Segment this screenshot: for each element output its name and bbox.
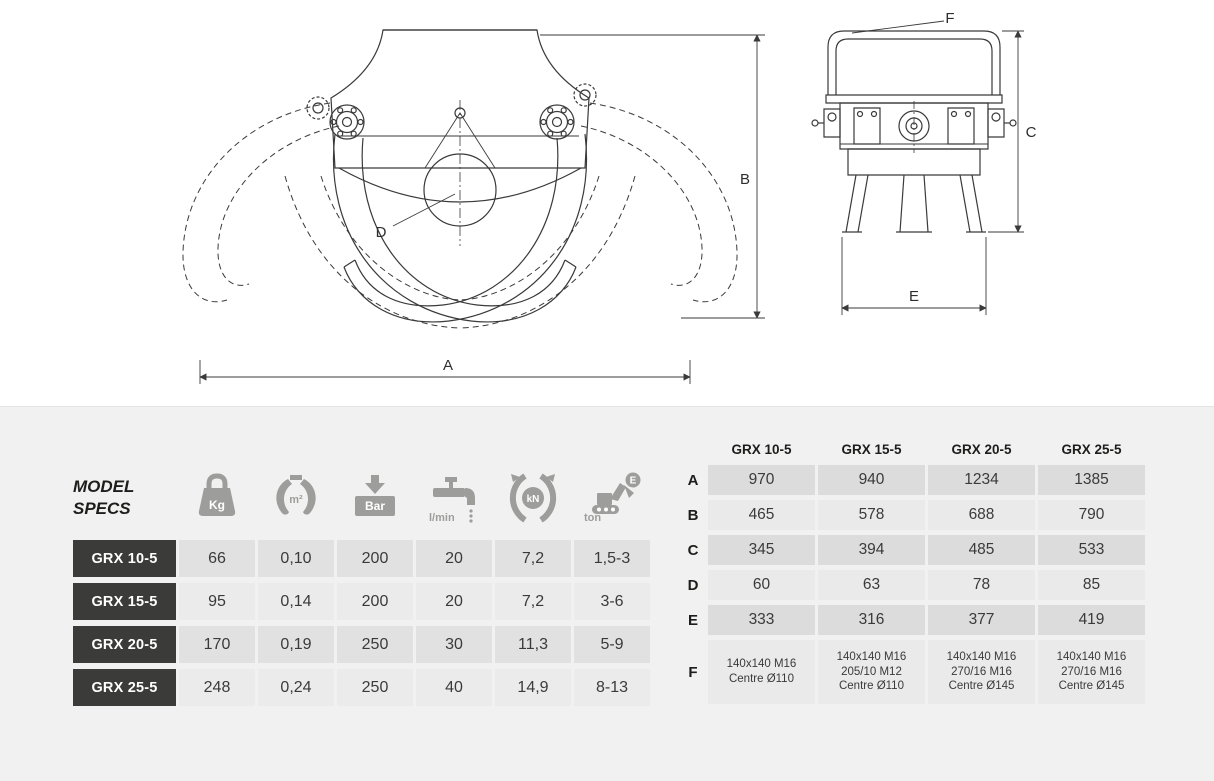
model-name: GRX 25-5 (73, 669, 176, 706)
dim-label-a: A (443, 357, 453, 374)
dim-value: 140x140 M16 270/16 M16 Centre Ø145 (1038, 640, 1145, 704)
spec-value: 20 (416, 540, 492, 577)
dim-value: 790 (1038, 500, 1145, 530)
dim-value: 1234 (928, 465, 1035, 495)
excavator-ton-icon: E ton (584, 472, 641, 524)
dim-value: 345 (708, 535, 815, 565)
flow-tap-icon: l/min (429, 477, 475, 524)
dim-value: 140x140 M16 205/10 M12 Centre Ø110 (818, 640, 925, 704)
dim-value: 688 (928, 500, 1035, 530)
force-kn-icon: kN (509, 473, 557, 523)
dim-label-b: B (740, 171, 750, 188)
dim-table-corner (681, 438, 705, 460)
svg-text:ton: ton (584, 512, 601, 524)
dim-value: 333 (708, 605, 815, 635)
model-name: GRX 15-5 (73, 583, 176, 620)
dim-value: 1385 (1038, 465, 1145, 495)
dim-row-label: E (687, 611, 698, 629)
spec-value: 200 (337, 540, 413, 577)
dim-value: 578 (818, 500, 925, 530)
spec-value: 0,19 (258, 626, 334, 663)
dim-row-label: C (687, 541, 699, 559)
dim-value: 140x140 M16 Centre Ø110 (708, 640, 815, 704)
svg-text:Bar: Bar (365, 499, 385, 513)
spec-value: 30 (416, 626, 492, 663)
grapple-area-icon: m² (276, 475, 316, 515)
spec-value: 0,24 (258, 669, 334, 706)
dim-label-c: C (1026, 124, 1037, 141)
model-name: GRX 20-5 (73, 626, 176, 663)
dim-value: 78 (928, 570, 1035, 600)
spec-value: 170 (179, 626, 255, 663)
column-header-flow: l/min (416, 462, 492, 534)
dim-value: 60 (708, 570, 815, 600)
spec-value: 0,14 (258, 583, 334, 620)
dimensions-table: GRX 10-5 GRX 15-5 GRX 20-5 GRX 25-5 A 97… (681, 438, 1145, 704)
svg-text:E: E (630, 476, 637, 487)
dim-col-header: GRX 20-5 (951, 441, 1012, 457)
spec-value: 8-13 (574, 669, 650, 706)
dim-value: 419 (1038, 605, 1145, 635)
dim-label-d: D (376, 224, 387, 241)
dim-row-label: B (687, 506, 699, 524)
model-name: GRX 10-5 (73, 540, 176, 577)
svg-text:Kg: Kg (209, 498, 225, 512)
column-header-force: kN (495, 462, 571, 534)
dim-col-header: GRX 15-5 (841, 441, 902, 457)
dim-col-header: GRX 25-5 (1061, 441, 1122, 457)
dim-label-e: E (909, 288, 919, 305)
spec-value: 3-6 (574, 583, 650, 620)
spec-value: 95 (179, 583, 255, 620)
dim-value: 85 (1038, 570, 1145, 600)
dim-value: 533 (1038, 535, 1145, 565)
svg-text:l/min: l/min (429, 512, 455, 524)
dim-row-label: D (687, 576, 699, 594)
spec-value: 1,5-3 (574, 540, 650, 577)
spec-value: 200 (337, 583, 413, 620)
spec-value: 66 (179, 540, 255, 577)
spec-value: 7,2 (495, 583, 571, 620)
svg-text:kN: kN (527, 494, 540, 505)
spec-value: 7,2 (495, 540, 571, 577)
weight-kg-icon: Kg (198, 473, 236, 516)
dim-value: 485 (928, 535, 1035, 565)
spec-value: 20 (416, 583, 492, 620)
e-badge (625, 472, 641, 488)
side-view-drawing: F C E (798, 10, 1037, 335)
column-header-area: m² (258, 462, 334, 534)
dim-value: 465 (708, 500, 815, 530)
dim-value: 394 (818, 535, 925, 565)
spec-value: 250 (337, 626, 413, 663)
dim-col-header: GRX 10-5 (731, 441, 792, 457)
dim-label-f: F (945, 10, 954, 27)
spec-value: 40 (416, 669, 492, 706)
dim-value: 316 (818, 605, 925, 635)
column-header-pressure: Bar (337, 462, 413, 534)
dim-value: 940 (818, 465, 925, 495)
model-specs-table: MODEL SPECS Kg m² Bar (73, 462, 650, 706)
dim-value: 140x140 M16 270/16 M16 Centre Ø145 (928, 640, 1035, 704)
column-header-carrier: E ton (574, 462, 650, 534)
dim-value: 970 (708, 465, 815, 495)
spec-value: 11,3 (495, 626, 571, 663)
spec-value: 5-9 (574, 626, 650, 663)
dim-value: 377 (928, 605, 1035, 635)
dim-row-label: A (687, 471, 699, 489)
spec-value: 248 (179, 669, 255, 706)
svg-text:m²: m² (289, 494, 303, 506)
column-header-weight: Kg (179, 462, 255, 534)
pressure-bar-icon: Bar (355, 475, 395, 516)
spec-value: 250 (337, 669, 413, 706)
dim-value: 63 (818, 570, 925, 600)
spec-value: 0,10 (258, 540, 334, 577)
model-specs-title: MODEL SPECS (73, 476, 135, 518)
spec-value: 14,9 (495, 669, 571, 706)
front-view-drawing: A B D (125, 8, 785, 393)
dim-row-label: F (688, 663, 698, 681)
